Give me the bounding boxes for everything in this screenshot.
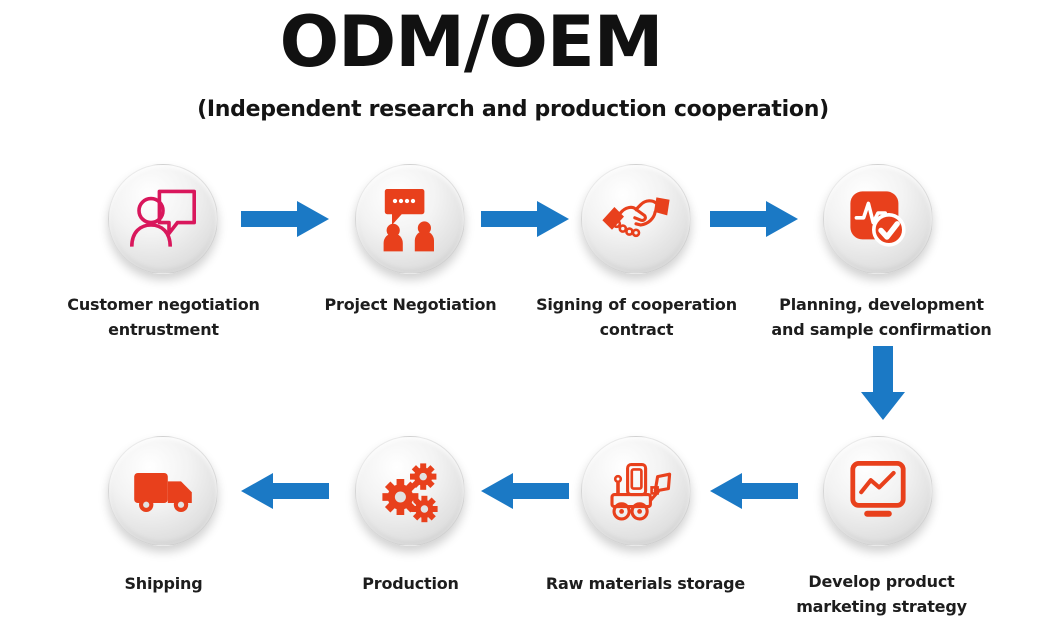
step-label: Customer negotiation entrustment: [67, 295, 260, 339]
gears-icon: [382, 463, 438, 523]
project-negotiation-icon: [383, 189, 434, 252]
step-label: Shipping: [124, 574, 203, 593]
step-label: Project Negotiation: [324, 295, 497, 314]
arrow-right-icon: [481, 201, 569, 237]
arrow-right-icon: [241, 201, 329, 237]
arrow-left-icon: [481, 473, 569, 509]
step-label: Planning, development and sample confirm…: [771, 295, 992, 339]
step-production: [355, 436, 465, 546]
truck-icon: [134, 473, 192, 512]
step-raw-materials: [581, 436, 691, 546]
step-signing-contract: [581, 164, 691, 274]
arrow-left-icon: [241, 473, 329, 509]
step-customer-negotiation: [108, 164, 218, 274]
page-subtitle: (Independent research and production coo…: [197, 97, 829, 122]
step-label: Raw materials storage: [545, 574, 746, 593]
step-label: Develop product marketing strategy: [796, 572, 967, 616]
step-project-negotiation: [355, 164, 465, 274]
arrow-left-icon: [710, 473, 798, 509]
customer-negotiation-icon: [130, 189, 196, 247]
step-planning-confirmation: [823, 164, 933, 274]
monitor-chart-icon: [850, 461, 906, 517]
step-label: Production: [362, 574, 459, 593]
step-marketing-strategy: [823, 436, 933, 546]
arrow-right-icon: [710, 201, 798, 237]
planning-check-icon: [850, 191, 906, 247]
front-loader-icon: [610, 463, 672, 521]
step-shipping: [108, 436, 218, 546]
step-label: Signing of cooperation contract: [536, 295, 737, 339]
handshake-icon: [602, 197, 670, 238]
page-title: ODM/OEM: [279, 1, 664, 83]
arrow-down-icon: [861, 346, 905, 420]
